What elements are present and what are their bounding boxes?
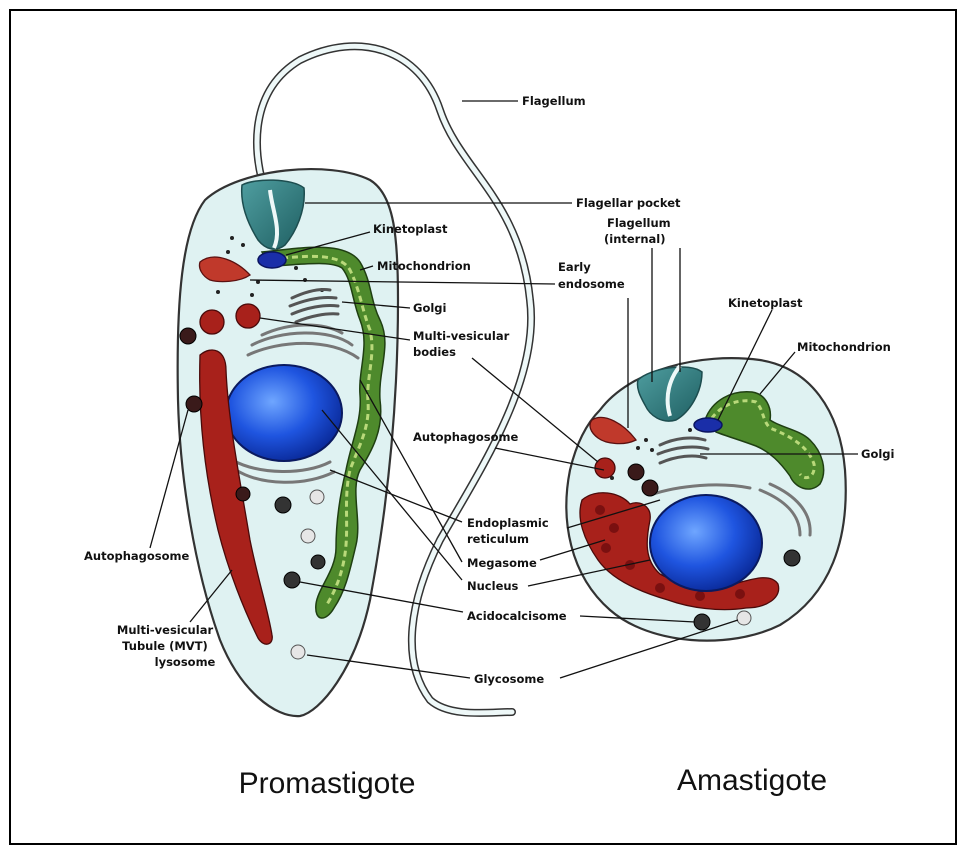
autophagosome	[180, 328, 196, 344]
label-acidocalcisome: Acidocalcisome	[467, 609, 567, 623]
acidocalcisome-amastigote	[694, 614, 710, 630]
label-megasome: Megasome	[467, 556, 537, 570]
label-multi-vesicular-bodies-2: bodies	[413, 345, 456, 359]
mvb-amastigote	[595, 458, 615, 478]
autophagosome-amastigote	[628, 464, 644, 480]
acidocalcisome-amastigote	[784, 550, 800, 566]
label-golgi-right: Golgi	[861, 447, 894, 461]
caption-amastigote: Amastigote	[677, 764, 827, 797]
acidocalcisome	[311, 555, 325, 569]
label-mvt-2: Tubule (MVT)	[122, 639, 208, 653]
multi-vesicular-body	[200, 310, 224, 334]
label-endoplasmic-reticulum: Endoplasmic	[467, 516, 549, 530]
acidocalcisome	[275, 497, 291, 513]
label-flagellum-internal-2: (internal)	[604, 232, 666, 246]
acidocalcisome	[284, 572, 300, 588]
label-flagellar-pocket: Flagellar pocket	[576, 196, 681, 210]
label-nucleus: Nucleus	[467, 579, 519, 593]
nucleus-amastigote	[650, 495, 762, 591]
glycosome	[310, 490, 324, 504]
label-multi-vesicular-bodies: Multi-vesicular	[413, 329, 510, 343]
kinetoplast-amastigote	[694, 418, 722, 432]
glycosome-amastigote	[737, 611, 751, 625]
label-kinetoplast-left: Kinetoplast	[373, 222, 448, 236]
label-mvt-3: lysosome	[155, 655, 216, 669]
kinetoplast	[258, 252, 286, 268]
label-kinetoplast-right: Kinetoplast	[728, 296, 803, 310]
amastigote-cell	[566, 358, 845, 640]
label-mitochondrion-left: Mitochondrion	[377, 259, 471, 273]
label-early-endosome: Early	[558, 260, 591, 274]
autophagosome-amastigote	[642, 480, 658, 496]
caption-promastigote: Promastigote	[239, 767, 416, 800]
multi-vesicular-body	[236, 304, 260, 328]
glycosome	[301, 529, 315, 543]
label-mvt: Multi-vesicular	[117, 623, 214, 637]
label-flagellum: Flagellum	[522, 94, 586, 108]
label-flagellum-internal: Flagellum	[607, 216, 671, 230]
autophagosome	[186, 396, 202, 412]
label-autophagosome-left: Autophagosome	[84, 549, 190, 563]
label-early-endosome-2: endosome	[558, 277, 625, 291]
label-autophagosome-center: Autophagosome	[413, 430, 519, 444]
label-golgi-left: Golgi	[413, 301, 446, 315]
glycosome	[291, 645, 305, 659]
label-glycosome: Glycosome	[474, 672, 544, 686]
label-mitochondrion-right: Mitochondrion	[797, 340, 891, 354]
label-endoplasmic-reticulum-2: reticulum	[467, 532, 529, 546]
autophagosome	[236, 487, 250, 501]
